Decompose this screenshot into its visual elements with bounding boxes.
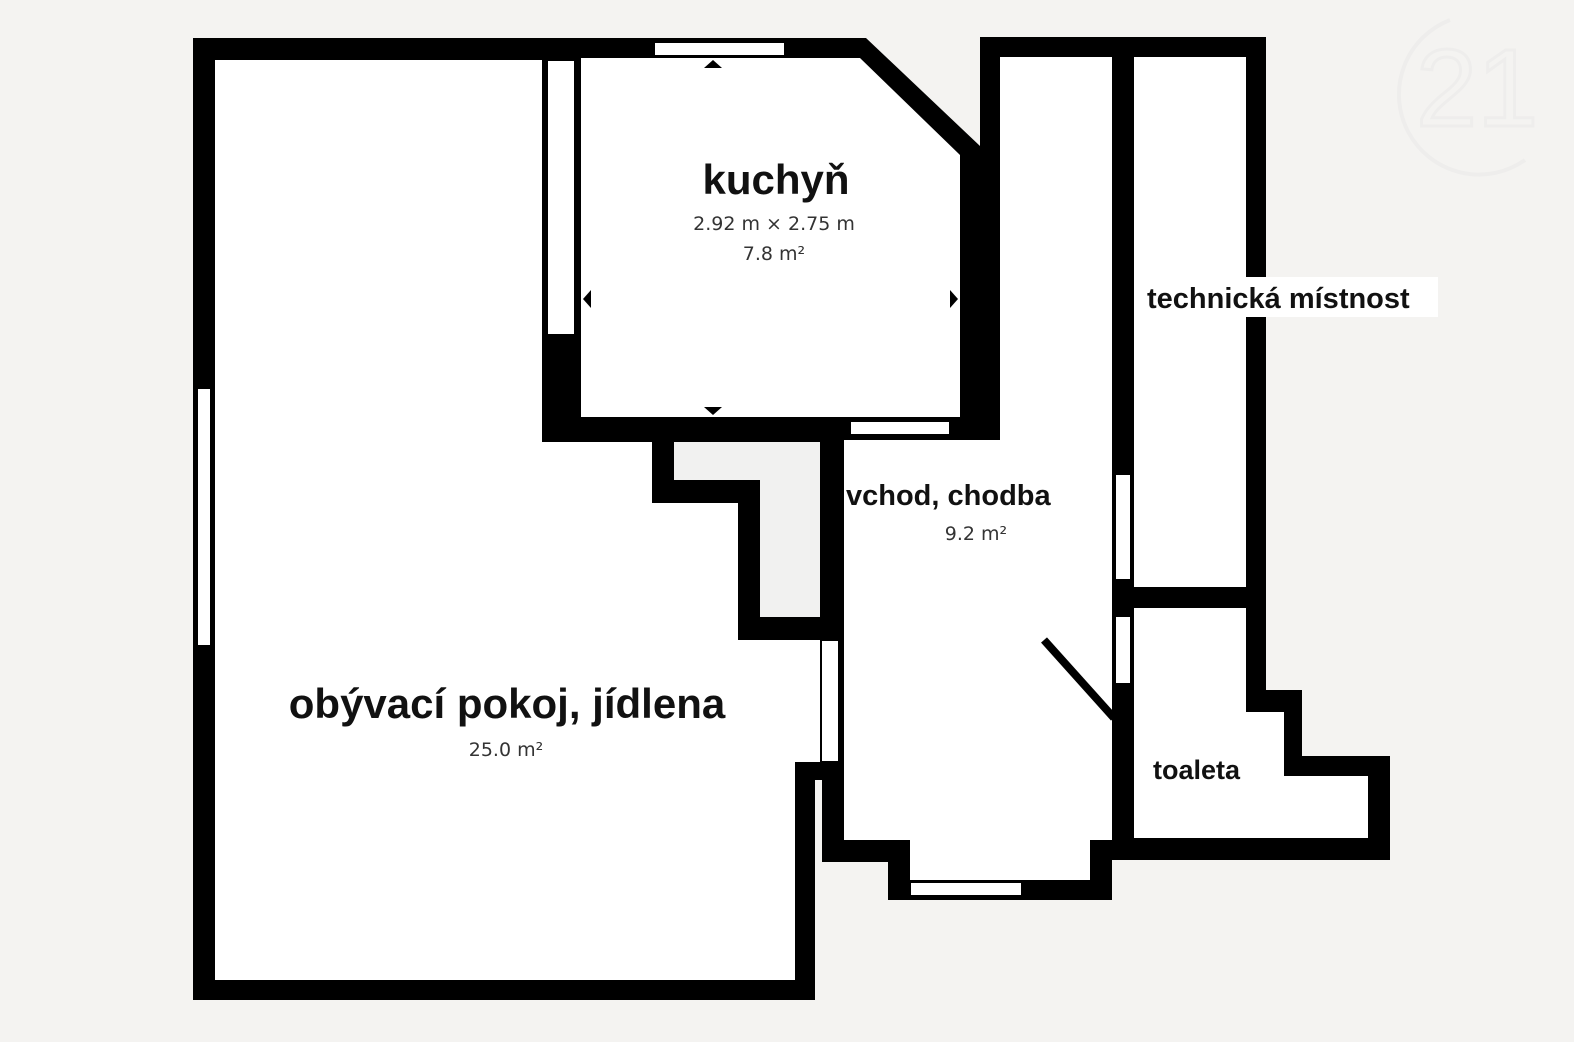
arrow-up-icon xyxy=(704,60,722,68)
window-living-right xyxy=(820,639,840,763)
label-technical-name: technická místnost xyxy=(1147,283,1410,315)
label-hallway-area: 9.2 m² xyxy=(945,523,1007,545)
label-kitchen-dimensions: 2.92 m × 2.75 m xyxy=(693,213,855,235)
window-bottom-hallway xyxy=(909,881,1023,897)
floor-toilet xyxy=(1134,608,1368,838)
floor-hallway xyxy=(844,57,1112,880)
label-technical-backdrop xyxy=(1145,277,1438,317)
window-top-kitchen xyxy=(653,41,786,57)
arrow-down-icon xyxy=(704,407,722,415)
room-floors xyxy=(215,57,1368,980)
arrow-left-icon xyxy=(583,290,591,308)
century21-logo-icon: 21 xyxy=(1396,18,1540,177)
label-kitchen-area: 7.8 m² xyxy=(743,243,805,265)
label-living-name: obývací pokoj, jídlena xyxy=(289,680,726,727)
windows xyxy=(196,41,1132,897)
label-kitchen-name: kuchyň xyxy=(702,156,849,203)
floor-closet xyxy=(674,442,820,617)
label-toilet-name: toaleta xyxy=(1153,755,1241,785)
floor-kitchen xyxy=(581,58,960,417)
window-kitchen-left xyxy=(546,59,576,336)
label-hallway-name: vchod, chodba xyxy=(846,480,1052,512)
arrow-right-icon xyxy=(950,290,958,308)
window-kitchen-bottom xyxy=(849,420,951,436)
logo-text: 21 xyxy=(1416,27,1538,150)
door-swing xyxy=(1041,637,1117,721)
room-labels: kuchyň 2.92 m × 2.75 m 7.8 m² technická … xyxy=(289,156,1438,785)
window-technical xyxy=(1114,473,1132,581)
window-toilet xyxy=(1114,615,1132,685)
kitchen-dimension-markers xyxy=(583,60,958,415)
label-living-area: 25.0 m² xyxy=(469,739,543,761)
window-left-living xyxy=(196,387,212,647)
floor-living xyxy=(215,60,822,980)
floor-technical xyxy=(1134,57,1246,587)
